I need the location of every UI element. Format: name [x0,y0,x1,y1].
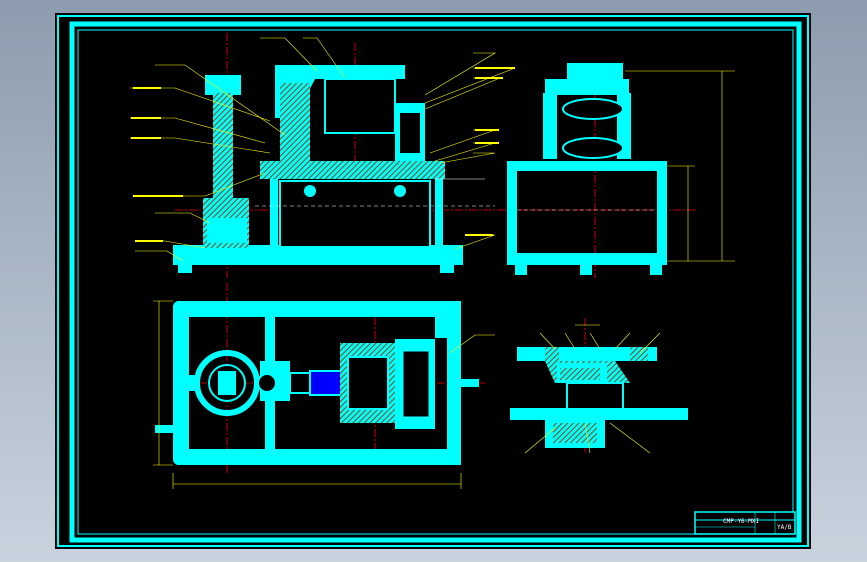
cad-drawing [57,15,809,547]
top-view [153,283,495,489]
drawing-border [57,15,809,547]
title-block-code: YA/B [777,524,792,531]
drawing-sheet: CMP-Y6-MXI YA/B [55,13,811,549]
front-view [130,33,516,278]
title-block-title: CMP-Y6-MXI [723,518,760,525]
section-detail [510,318,688,454]
title-block [694,511,796,535]
side-view [505,63,735,278]
